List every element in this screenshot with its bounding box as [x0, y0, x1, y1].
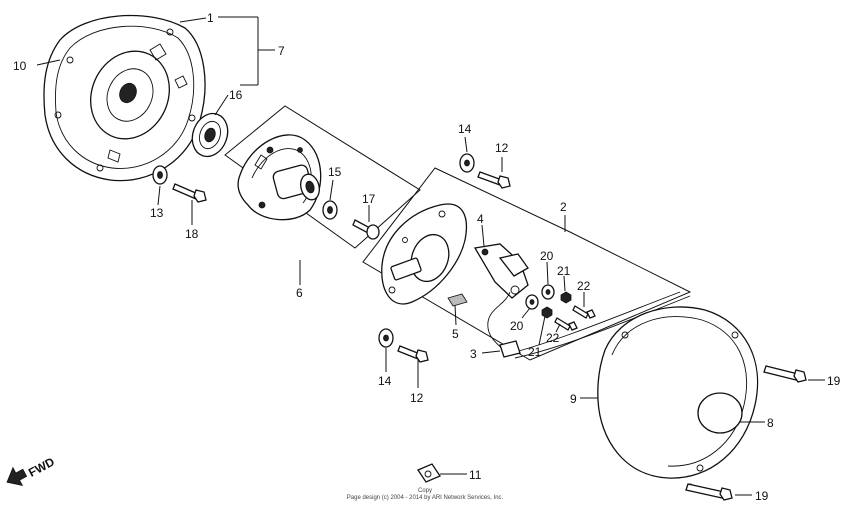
pulser-unit[interactable]: [473, 243, 529, 299]
forward-direction-arrow-icon: [6, 466, 28, 486]
callout-20-upper: 20: [540, 249, 554, 263]
bolt-19-upper[interactable]: [763, 365, 807, 383]
washer-13[interactable]: [152, 165, 168, 185]
washer-14-upper[interactable]: [459, 153, 475, 173]
copyright-line-1: Copy: [417, 488, 432, 494]
screw-22-upper[interactable]: [572, 305, 596, 319]
bolt-12-upper[interactable]: [477, 171, 511, 189]
callout-4: 4: [477, 212, 484, 226]
fwd-label: FWD: [26, 454, 57, 479]
callout-11: 11: [469, 468, 482, 482]
washer-20-upper[interactable]: [541, 284, 555, 300]
callout-18: 18: [185, 227, 199, 241]
washer-20-lower[interactable]: [525, 294, 539, 310]
copyright-line-2: Page design (c) 2004 - 2014 by ARI Netwo…: [346, 495, 504, 501]
bolt-12-lower[interactable]: [397, 345, 429, 363]
callout-3: 3: [470, 347, 477, 361]
callout-5: 5: [452, 327, 459, 341]
callout-20-lower: 20: [510, 319, 524, 333]
callout-8: 8: [767, 416, 774, 430]
callout-15: 15: [328, 165, 342, 179]
bolt-19-lower[interactable]: [685, 483, 733, 501]
callout-22-upper: 22: [577, 279, 591, 293]
callout-16: 16: [229, 88, 243, 102]
callout-9: 9: [570, 392, 577, 406]
felt-5[interactable]: [447, 293, 468, 307]
callout-14-upper: 14: [458, 122, 472, 136]
brush-holder-assembly-frame: [224, 105, 421, 249]
wire-clip-11[interactable]: [417, 463, 441, 483]
callout-12-lower: 12: [410, 391, 424, 405]
callout-19-lower: 19: [755, 489, 769, 503]
outer-cover-housing[interactable]: [43, 14, 206, 182]
nut-21-upper[interactable]: [560, 291, 572, 304]
base-plate-assembly-frame: [362, 167, 692, 361]
callout-12-upper: 12: [495, 141, 509, 155]
screw-22-lower[interactable]: [554, 317, 578, 331]
washer-15[interactable]: [322, 200, 338, 220]
brush-holder-plate[interactable]: [237, 134, 322, 221]
callout-19-upper: 19: [827, 374, 841, 388]
callout-1: 1: [207, 11, 214, 25]
washer-14-lower[interactable]: [378, 328, 394, 348]
screw-17[interactable]: [352, 219, 380, 240]
generator-cover[interactable]: [597, 306, 759, 491]
lead-wire[interactable]: [487, 291, 691, 359]
oil-seal[interactable]: [187, 109, 234, 162]
callout-21-lower: 21: [528, 345, 542, 359]
leader-lines: [36, 16, 825, 496]
nut-21-lower[interactable]: [541, 306, 553, 319]
callout-22-lower: 22: [546, 331, 560, 345]
copyright-footer: Copy Page design (c) 2004 - 2014 by ARI …: [0, 488, 850, 502]
callout-17: 17: [362, 192, 376, 206]
callout-7: 7: [278, 44, 285, 58]
callout-21-upper: 21: [557, 264, 571, 278]
callout-6: 6: [296, 286, 303, 300]
callout-10: 10: [13, 59, 27, 73]
bolt-18[interactable]: [172, 183, 207, 203]
callout-14-lower: 14: [378, 374, 392, 388]
base-plate[interactable]: [381, 203, 468, 305]
callout-13: 13: [150, 206, 164, 220]
callout-labels: 1 7 10 16 13 18 15 17 6 14 12 2 4 20 21 …: [13, 11, 841, 503]
callout-2: 2: [560, 200, 567, 214]
